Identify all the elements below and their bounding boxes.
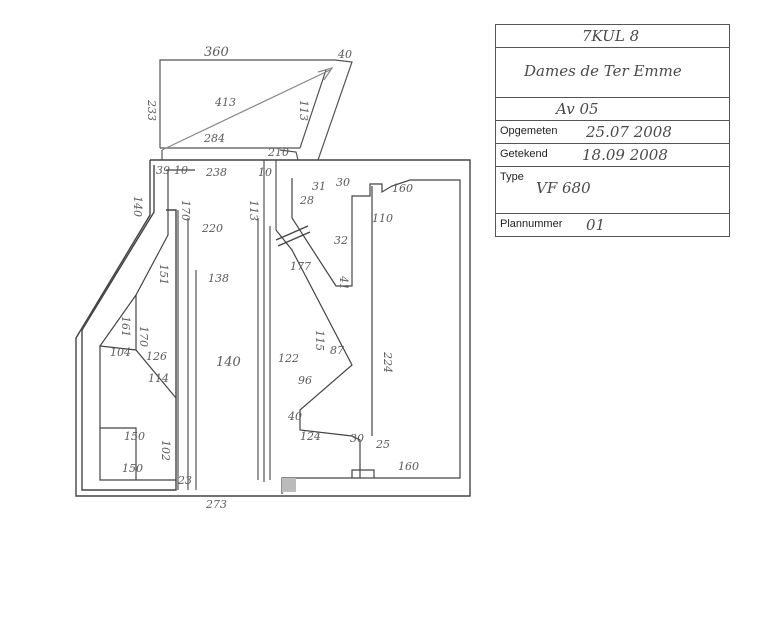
type-label: Type [500, 171, 524, 183]
dimension-label: 31 [312, 180, 326, 193]
dimension-label: 122 [278, 352, 299, 365]
dimension-label: 126 [146, 350, 167, 363]
title-block-name-row: Dames de Ter Emme [496, 48, 729, 98]
dimension-label: 114 [148, 372, 169, 385]
plan-number-label: Plannummer [500, 218, 563, 230]
dimension-label: 160 [398, 460, 419, 473]
dimension-label: 110 [372, 212, 393, 225]
drawn-label: Getekend [500, 148, 548, 160]
dimension-label: 39 [156, 164, 170, 177]
type-value: VF 680 [536, 179, 591, 197]
dimension-label: 360 [204, 45, 229, 60]
outer-wall [75, 159, 471, 497]
dimension-label: 150 [124, 430, 145, 443]
left-stepped-wall [98, 169, 195, 481]
plan-reference: Av 05 [556, 100, 599, 118]
dimension-label: 30 [336, 176, 350, 189]
dimension-label: 28 [299, 194, 314, 207]
dimension-label: 170 [179, 200, 192, 221]
dimension-label: 32 [334, 234, 348, 247]
hatch-mark [282, 478, 296, 492]
door-bars [275, 225, 311, 247]
dimension-label: 413 [214, 96, 236, 109]
title-block: 7KUL 8 Dames de Ter Emme Av 05 Opgemeten… [495, 24, 730, 237]
central-columns [177, 160, 277, 490]
dimension-label: 25 [375, 438, 390, 451]
dimension-label: 140 [131, 196, 144, 217]
dimension-label: 30 [350, 432, 364, 445]
dimension-label: 210 [267, 146, 289, 159]
dimension-label: 161 [119, 316, 132, 337]
dimension-label: 104 [110, 346, 131, 359]
dimension-label: 113 [297, 100, 310, 121]
upper-window-outline [159, 59, 353, 161]
dimension-label: 96 [298, 374, 312, 387]
dimension-label: 220 [201, 222, 223, 235]
title-block-code-row: 7KUL 8 [496, 25, 729, 48]
dimension-label: 124 [300, 430, 321, 443]
dimension-label: 41 [337, 275, 350, 290]
dimension-label: 140 [216, 355, 241, 370]
dimension-label: 102 [159, 440, 172, 461]
dimension-label: 10 [174, 164, 188, 177]
measured-date: 25.07 2008 [586, 123, 672, 141]
drawn-date: 18.09 2008 [582, 146, 668, 164]
dimension-label: 224 [381, 351, 394, 373]
title-block-measured-row: Opgemeten 25.07 2008 [496, 121, 729, 144]
dimension-label: 170 [137, 326, 150, 347]
dimension-label: 10 [258, 166, 272, 179]
title-block-plan-row: Plannummer 01 [496, 214, 729, 236]
plan-number-value: 01 [586, 216, 606, 234]
measured-label: Opgemeten [500, 125, 558, 137]
dimension-label: 177 [290, 260, 311, 273]
project-name: Dames de Ter Emme [524, 62, 682, 80]
dimension-label: 40 [287, 410, 302, 423]
dimension-label: 233 [145, 99, 158, 121]
title-block-drawn-row: Getekend 18.09 2008 [496, 144, 729, 167]
dimension-label: 273 [205, 498, 227, 511]
dimension-label: 150 [122, 462, 143, 475]
dimension-label: 151 [157, 264, 170, 285]
project-code: 7KUL 8 [582, 27, 640, 45]
title-block-type-row: Type VF 680 [496, 167, 729, 214]
diagonal-arrow [161, 66, 334, 151]
dimension-label: 23 [177, 474, 192, 487]
dimension-label: 113 [247, 200, 260, 221]
title-block-number-row: Av 05 [496, 98, 729, 121]
right-stepped-wall [275, 178, 461, 494]
dimension-label: 160 [392, 182, 413, 195]
dimension-label: 115 [313, 330, 326, 351]
dimension-label: 40 [337, 48, 352, 61]
dimension-label: 238 [205, 166, 227, 179]
dimension-label: 284 [203, 132, 225, 145]
dimension-label: 138 [208, 272, 229, 285]
dimension-labels: 360 40 413 233 113 284 39 210 10 238 10 … [110, 45, 419, 511]
dimension-label: 87 [330, 344, 344, 357]
